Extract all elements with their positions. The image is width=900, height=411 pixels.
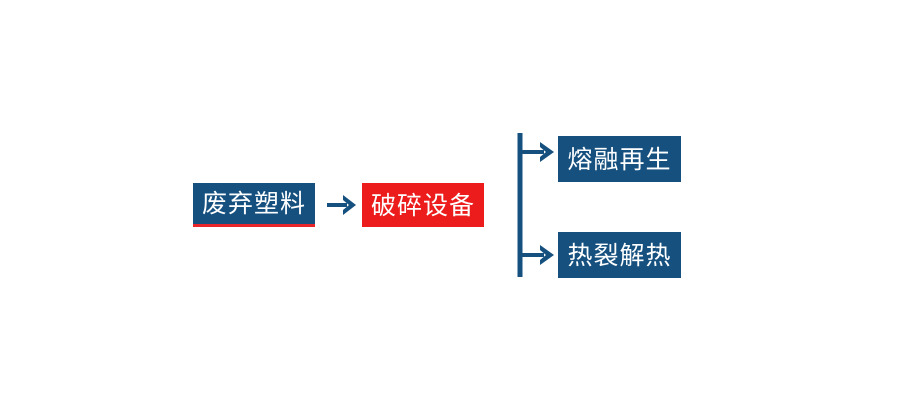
branch-arrows-icon — [517, 133, 554, 277]
node-crusher-label: 破碎设备 — [370, 190, 475, 220]
node-crusher[interactable]: 破碎设备 — [362, 183, 484, 227]
node-waste-plastic[interactable]: 废弃塑料 — [193, 183, 315, 227]
arrow-right-icon — [327, 195, 356, 215]
connector-arrow-waste-to-crusher — [325, 190, 359, 220]
node-melt-regeneration-label: 熔融再生 — [567, 144, 672, 174]
node-waste-plastic-label: 废弃塑料 — [201, 189, 306, 218]
node-pyrolysis[interactable]: 热裂解热 — [558, 232, 681, 278]
node-melt-regeneration[interactable]: 熔融再生 — [558, 136, 681, 182]
node-pyrolysis-label: 热裂解热 — [567, 240, 672, 270]
connector-branch-split — [512, 128, 564, 282]
